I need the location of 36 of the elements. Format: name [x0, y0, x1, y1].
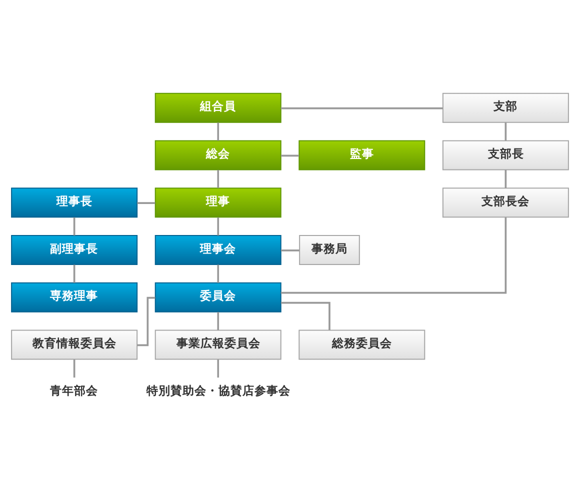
node-box: 副理事長 [11, 234, 138, 266]
node-box: 支部長 [442, 140, 569, 170]
connector [217, 170, 220, 188]
connector [504, 170, 507, 188]
node-box: 組合員 [154, 92, 282, 123]
connector [280, 302, 330, 330]
connector [217, 217, 220, 236]
connector [280, 218, 507, 294]
connector [280, 250, 300, 252]
connector [280, 107, 443, 110]
node-box: 支部 [442, 92, 569, 123]
node-box: 理事長 [11, 188, 138, 218]
connector [137, 202, 156, 204]
node-text: 青年部会 [50, 383, 98, 398]
connector [73, 217, 76, 236]
node-box: 事業広報委員会 [154, 330, 282, 360]
node-text: 特別賛助会・協賛店参事会 [146, 383, 291, 398]
connector [73, 264, 76, 283]
node-box: 専務理事 [11, 282, 138, 312]
connector [217, 359, 220, 378]
connector [137, 296, 156, 346]
node-box: 事務局 [299, 234, 360, 266]
node-box: 総務委員会 [298, 330, 426, 360]
connector [73, 359, 76, 378]
connector [504, 122, 507, 141]
node-box: 委員会 [154, 282, 282, 312]
connector [217, 312, 220, 330]
node-box: 理事 [154, 188, 282, 218]
node-box: 理事会 [154, 234, 282, 266]
connector [281, 154, 300, 157]
node-box: 監事 [298, 140, 426, 170]
connector [217, 122, 220, 141]
node-box: 教育情報委員会 [11, 330, 138, 360]
connector [217, 264, 220, 283]
node-box: 総会 [154, 140, 282, 170]
node-box: 支部長会 [442, 188, 569, 218]
